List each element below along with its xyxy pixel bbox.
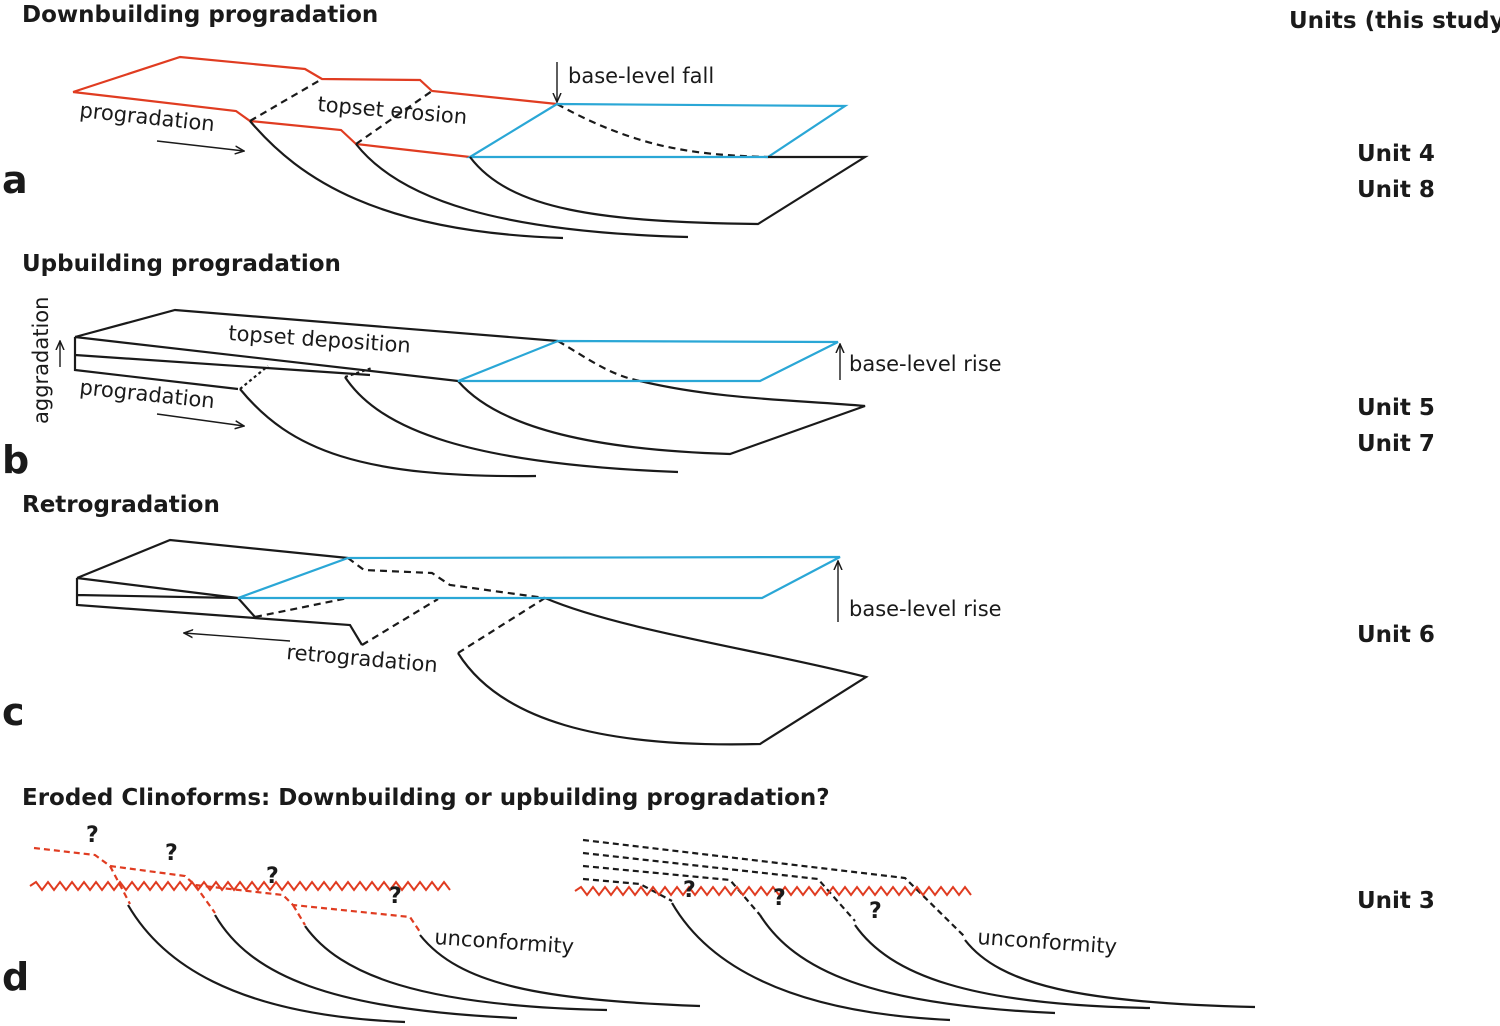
question-mark: ? [869, 899, 882, 924]
panel-a-title: Downbuilding progradation [22, 2, 379, 28]
unit-label: Unit 7 [1357, 431, 1435, 457]
panel-d-letter: d [2, 955, 30, 999]
erosion-dashed-lines [249, 78, 769, 159]
topset-block [73, 308, 866, 478]
clinoform-dashed [557, 340, 641, 383]
panel-a-diagram [72, 55, 869, 240]
panel-c-letter: c [2, 690, 25, 734]
retrogradation-arrow [184, 633, 291, 642]
clinoform-lines [249, 120, 869, 240]
question-mark: ? [389, 884, 402, 909]
unit-label: Unit 8 [1357, 177, 1435, 203]
base-level-fall-label: base-level fall [568, 64, 714, 88]
panel-c-diagram [75, 538, 869, 746]
question-mark: ? [683, 878, 696, 903]
unit-label: Unit 6 [1357, 622, 1435, 648]
panel-b-diagram [73, 308, 866, 478]
base-level-plane-blue [466, 102, 849, 159]
topset-erosion-label: topset erosion [317, 92, 469, 129]
progradation-label: progradation [78, 375, 215, 413]
panel-d-title: Eroded Clinoforms: Downbuilding or upbui… [22, 785, 830, 811]
topset-dotted-links [239, 365, 373, 390]
base-level-plane-blue [237, 555, 841, 600]
eroded-topset-red [72, 55, 558, 159]
progradation-arrow [156, 413, 244, 426]
question-mark: ? [773, 886, 786, 911]
unit-label: Unit 4 [1357, 141, 1435, 167]
unit-label: Unit 3 [1357, 888, 1435, 914]
unconformity-label: unconformity [977, 925, 1118, 959]
hypothetical-topsets-dashed [582, 838, 966, 938]
unconformity-red [574, 885, 972, 897]
panel-c-title: Retrogradation [22, 492, 220, 518]
unconformity-red [29, 880, 451, 892]
hypothetical-topset-red-dashed [33, 846, 421, 933]
retrogradation-label: retrogradation [286, 640, 439, 677]
unit-label: Unit 5 [1357, 395, 1435, 421]
aggradation-label: aggradation [29, 297, 53, 424]
panel-b-title: Upbuilding progradation [22, 251, 341, 277]
panel-d-left [29, 846, 701, 1024]
base-level-rise-label: base-level rise [849, 597, 1002, 621]
progradation-label: progradation [78, 98, 215, 136]
base-level-plane-blue [457, 339, 839, 383]
question-mark: ? [266, 864, 279, 889]
panel-a-letter: a [2, 158, 28, 202]
question-mark: ? [86, 823, 99, 848]
retrograding-block [75, 538, 869, 746]
units-header: Units (this study) [1289, 8, 1500, 34]
panel-b-letter: b [2, 438, 30, 482]
progradation-arrow [156, 140, 244, 151]
question-mark: ? [165, 841, 178, 866]
base-level-rise-label: base-level rise [849, 352, 1002, 376]
panel-d-right [574, 838, 1256, 1022]
clinoform-lines [127, 904, 701, 1024]
unconformity-label: unconformity [434, 925, 575, 959]
clinoform-lines [671, 902, 1256, 1022]
dashed-links [254, 557, 546, 654]
